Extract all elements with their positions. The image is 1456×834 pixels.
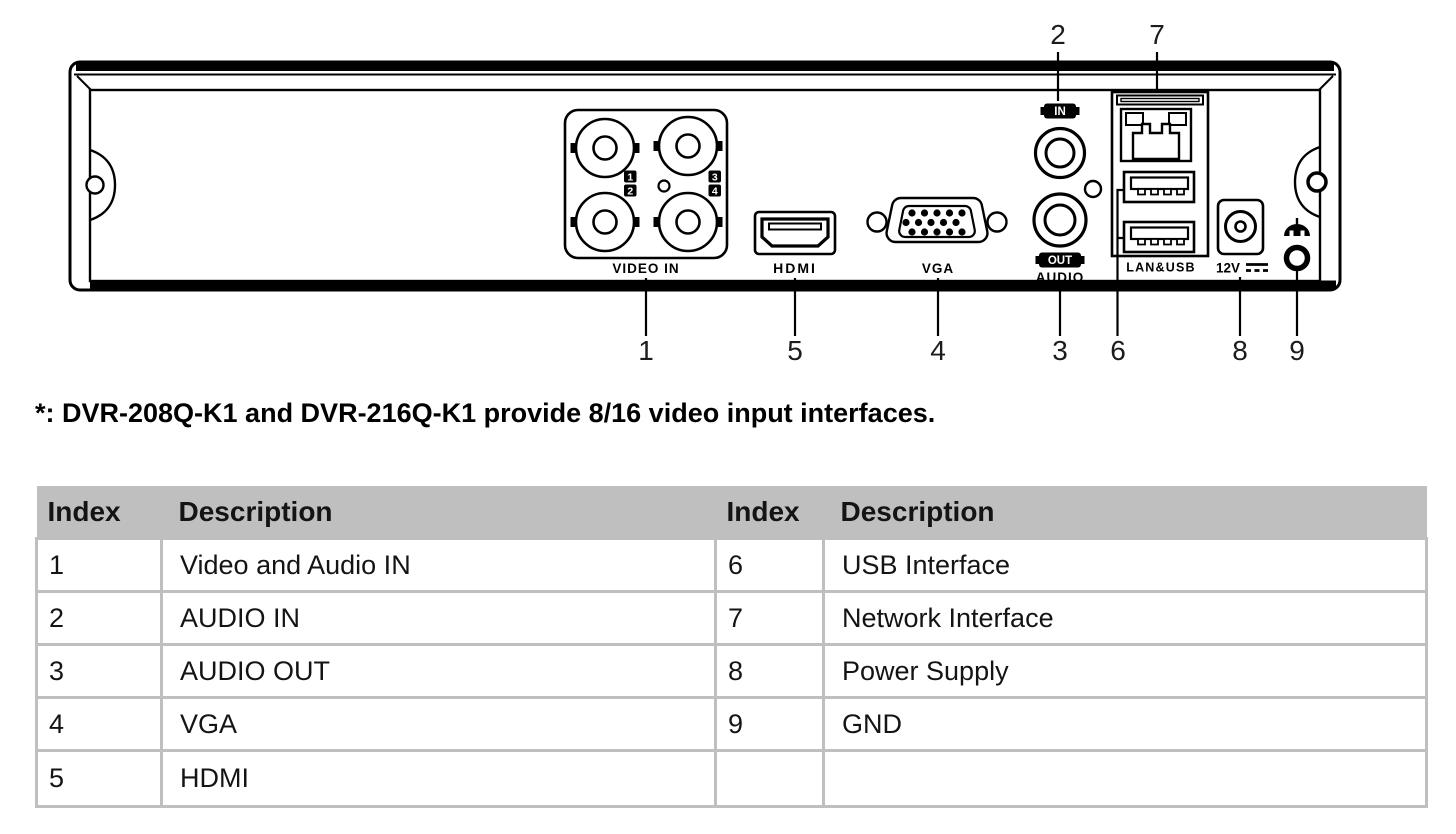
bnc-badge-4: 4 xyxy=(712,186,718,198)
description-cell: Power Supply xyxy=(822,643,1428,699)
header-index-left: Index xyxy=(36,486,162,539)
bnc-badge-2: 2 xyxy=(627,186,633,198)
description-cell: HDMI xyxy=(160,749,717,808)
panel-screw xyxy=(1083,179,1103,199)
index-cell: 9 xyxy=(714,696,825,752)
description-cell: Video and Audio IN xyxy=(160,537,717,593)
index-cell: 6 xyxy=(714,537,825,593)
bnc-badge-1: 1 xyxy=(627,172,633,184)
callout-9: 9 xyxy=(1289,335,1305,366)
index-cell: 8 xyxy=(714,643,825,699)
vga-port: VGA xyxy=(866,196,1008,276)
description-cell: VGA xyxy=(160,696,717,752)
gnd-terminal xyxy=(1283,218,1311,272)
index-cell: 3 xyxy=(35,643,163,699)
description-cell: Network Interface xyxy=(822,590,1428,646)
right-mount-ear xyxy=(1293,145,1321,219)
index-cell: 1 xyxy=(35,537,163,593)
hdmi-label: HDMI xyxy=(773,260,817,276)
index-cell: 2 xyxy=(35,590,163,646)
right-screw-hole xyxy=(1306,171,1328,193)
description-cell: GND xyxy=(822,696,1428,752)
callout-numbers: 2 7 1 5 4 3 6 8 9 xyxy=(638,19,1305,366)
header-index-right: Index xyxy=(715,486,824,539)
rear-panel-diagram: 1 2 3 4 VIDEO IN HDMI VGA xyxy=(68,19,1342,366)
callout-5: 5 xyxy=(787,335,803,366)
callout-2: 2 xyxy=(1050,19,1066,50)
power-label: 12V xyxy=(1216,261,1240,276)
description-cell: AUDIO OUT xyxy=(160,643,717,699)
table-row: 3 AUDIO OUT 8 Power Supply xyxy=(35,643,1428,699)
header-description-left: Description xyxy=(161,486,716,539)
audio-in-badge: IN xyxy=(1054,106,1066,118)
left-mount-ear xyxy=(89,148,117,222)
description-cell: USB Interface xyxy=(822,537,1428,593)
ethernet-port xyxy=(1119,107,1193,163)
callout-7: 7 xyxy=(1149,19,1165,50)
callout-3: 3 xyxy=(1052,335,1068,366)
dc-symbol-icon xyxy=(1246,263,1268,272)
power-jack: 12V xyxy=(1216,198,1268,276)
callouts xyxy=(644,52,1299,336)
table-row: 2 AUDIO IN 7 Network Interface xyxy=(35,590,1428,646)
table-row: 1 Video and Audio IN 6 USB Interface xyxy=(35,537,1428,593)
bnc-badge-3: 3 xyxy=(712,172,718,184)
vga-thumbscrew-right xyxy=(986,211,1008,233)
video-in-bnc-block: 1 2 3 4 VIDEO IN xyxy=(563,108,729,276)
table-row: 4 VGA 9 GND xyxy=(35,696,1428,752)
vga-pins xyxy=(902,209,966,236)
callout-6: 6 xyxy=(1110,335,1126,366)
table-row: 5 HDMI xyxy=(35,749,1428,808)
audio-out-badge: OUT xyxy=(1048,255,1072,267)
hdmi-port: HDMI xyxy=(753,210,837,276)
index-cell: 7 xyxy=(714,590,825,646)
left-screw-hole xyxy=(85,175,105,195)
callout-4: 4 xyxy=(930,335,946,366)
lan-usb-label: LAN&USB xyxy=(1126,261,1196,275)
usb-port-1 xyxy=(1122,170,1196,204)
lan-usb-ports: LAN&USB xyxy=(1110,90,1210,275)
header-description-right: Description xyxy=(823,486,1427,539)
description-cell: AUDIO IN xyxy=(160,590,717,646)
ground-icon xyxy=(1284,218,1310,237)
audio-label: AUDIO xyxy=(1036,270,1085,285)
callout-8: 8 xyxy=(1232,335,1248,366)
description-cell xyxy=(822,749,1428,808)
callout-1: 1 xyxy=(638,335,654,366)
table-header-row: Index Description Index Description xyxy=(36,486,1427,539)
index-description-table: Index Description Index Description 1 Vi… xyxy=(35,486,1428,808)
vga-label: VGA xyxy=(922,261,954,276)
usb-port-2 xyxy=(1122,220,1196,254)
audio-ports: IN OUT AUDIO xyxy=(1032,103,1103,285)
video-in-label: VIDEO IN xyxy=(612,261,679,276)
index-cell: 5 xyxy=(35,749,163,808)
vga-thumbscrew-left xyxy=(866,211,888,233)
panel-screw xyxy=(657,179,671,193)
index-cell xyxy=(714,749,825,808)
index-cell: 4 xyxy=(35,696,163,752)
gnd-screw xyxy=(1283,244,1311,272)
footnote: *: DVR-208Q-K1 and DVR-216Q-K1 provide 8… xyxy=(35,398,936,428)
